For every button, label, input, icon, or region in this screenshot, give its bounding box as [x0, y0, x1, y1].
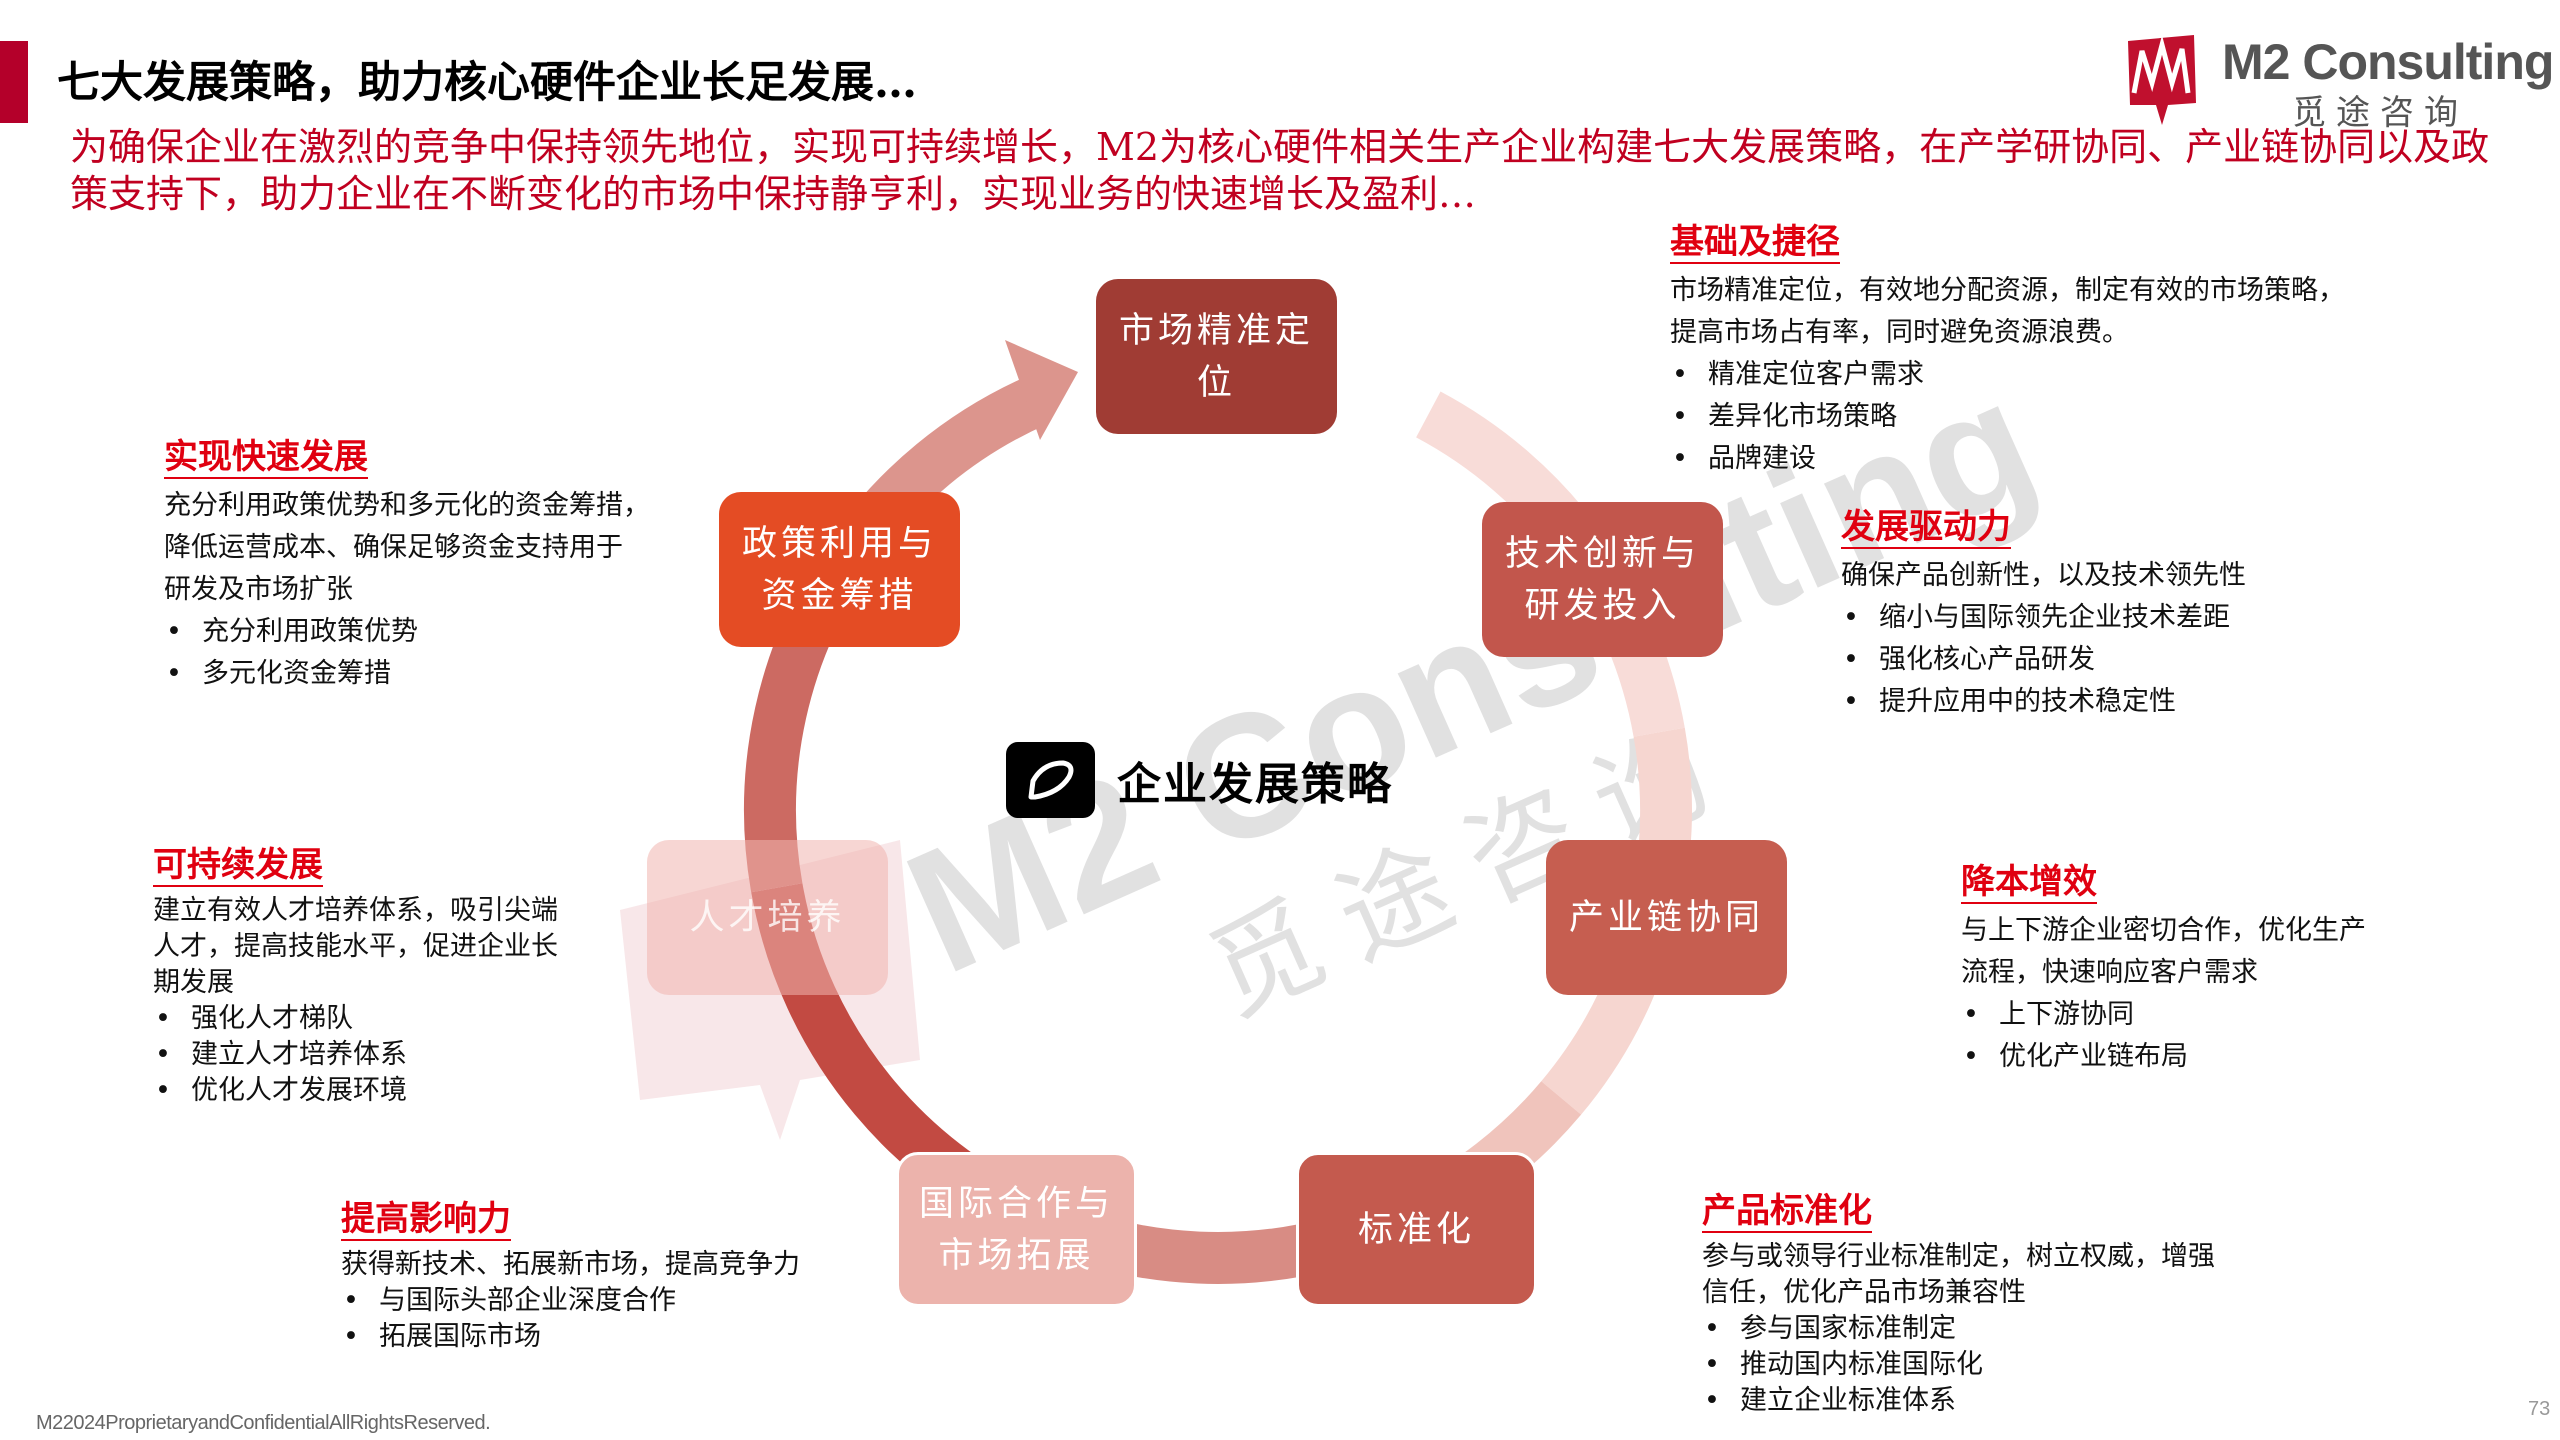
- bullet-item: 参与国家标准制定: [1702, 1311, 2215, 1347]
- node-talent: 人才培养: [647, 840, 888, 995]
- bullet-item: 建立人才培养体系: [153, 1037, 558, 1073]
- section-body-line: 人才，提高技能水平，促进企业长: [153, 931, 558, 962]
- page-subtitle: 为确保企业在激烈的竞争中保持领先地位，实现可持续增长，M2为核心硬件相关生产企业…: [70, 125, 2490, 216]
- section-heading: 提高影响力: [341, 1199, 511, 1241]
- bullet-item: 强化核心产品研发: [1841, 639, 2246, 681]
- node-label: 技术创新与研发投入: [1504, 533, 1700, 626]
- node-standardization: 标准化: [1296, 1152, 1537, 1307]
- accent-bar: [0, 41, 28, 123]
- page-title: 七大发展策略，助力核心硬件企业长足发展…: [57, 58, 917, 108]
- bullet-item: 建立企业标准体系: [1702, 1383, 2215, 1419]
- text-block-sustainability: 可持续发展建立有效人才培养体系，吸引尖端人才，提高技能水平，促进企业长期发展强化…: [153, 845, 558, 1109]
- section-body-line: 参与或领导行业标准制定，树立权威，增强: [1702, 1241, 2215, 1272]
- section-body-line: 与上下游企业密切合作，优化生产: [1961, 915, 2366, 946]
- node-policy-funding: 政策利用与资金筹措: [719, 492, 960, 647]
- node-tech-innovation: 技术创新与研发投入: [1482, 502, 1723, 657]
- text-block-foundation: 基础及捷径市场精准定位，有效地分配资源，制定有效的市场策略， 提高市场占有率，同时…: [1670, 222, 2345, 480]
- logo-cn: 觅途咨询: [2292, 93, 2468, 133]
- bullet-item: 强化人才梯队: [153, 1001, 558, 1037]
- text-block-drive: 发展驱动力确保产品创新性，以及技术领先性缩小与国际领先企业技术差距强化核心产品研…: [1841, 507, 2246, 723]
- section-body-line: 获得新技术、拓展新市场，提高竞争力: [341, 1249, 800, 1280]
- bullet-item: 充分利用政策优势: [164, 611, 650, 653]
- node-label: 标准化: [1357, 1209, 1475, 1250]
- section-heading: 基础及捷径: [1670, 222, 1840, 264]
- section-heading: 实现快速发展: [164, 437, 368, 479]
- bullet-item: 精准定位客户需求: [1670, 354, 2345, 396]
- node-label: 国际合作与市场拓展: [918, 1183, 1114, 1276]
- center-label-group: 企业发展策略: [1006, 742, 1393, 818]
- bullet-item: 品牌建设: [1670, 438, 2345, 480]
- center-label: 企业发展策略: [1117, 759, 1393, 810]
- m2-logo-icon: [2128, 35, 2196, 125]
- section-body-line: 期发展: [153, 967, 234, 998]
- bullet-item: 缩小与国际领先企业技术差距: [1841, 597, 2246, 639]
- bullet-item: 优化产业链布局: [1961, 1036, 2366, 1078]
- ring-arrowhead: [1005, 340, 1078, 440]
- section-body-line: 降低运营成本、确保足够资金支持用于: [164, 532, 623, 563]
- section-body-line: 提高市场占有率，同时避免资源浪费。: [1670, 317, 2129, 348]
- section-body-line: 研发及市场扩张: [164, 574, 353, 605]
- bullet-item: 提升应用中的技术稳定性: [1841, 681, 2246, 723]
- node-industry-chain: 产业链协同: [1546, 840, 1787, 995]
- bullet-item: 与国际头部企业深度合作: [341, 1283, 800, 1319]
- node-international: 国际合作与市场拓展: [896, 1152, 1137, 1307]
- node-label: 产业链协同: [1568, 897, 1764, 938]
- section-body-line: 流程，快速响应客户需求: [1961, 957, 2258, 988]
- section-heading: 降本增效: [1961, 862, 2097, 904]
- node-label: 人才培养: [689, 897, 846, 938]
- bullet-item: 上下游协同: [1961, 994, 2366, 1036]
- section-body-line: 确保产品创新性，以及技术领先性: [1841, 560, 2246, 591]
- section-body-line: 建立有效人才培养体系，吸引尖端: [153, 895, 558, 926]
- text-block-rapid-growth: 实现快速发展充分利用政策优势和多元化的资金筹措， 降低运营成本、确保足够资金支持用…: [164, 437, 650, 695]
- section-heading: 产品标准化: [1702, 1191, 1872, 1233]
- section-body-line: 充分利用政策优势和多元化的资金筹措，: [164, 490, 650, 521]
- logo-brand: M2 Consulting: [2222, 34, 2554, 90]
- text-block-cost-efficiency: 降本增效与上下游企业密切合作，优化生产流程，快速响应客户需求上下游协同优化产业链…: [1961, 862, 2366, 1078]
- section-heading: 可持续发展: [153, 845, 323, 887]
- copyright-footer: M22024ProprietaryandConfidentialAllRight…: [36, 1412, 491, 1434]
- pen-icon: [1006, 742, 1095, 818]
- bullet-item: 差异化市场策略: [1670, 396, 2345, 438]
- section-body-line: 信任，优化产品市场兼容性: [1702, 1277, 2026, 1308]
- bullet-item: 推动国内标准国际化: [1702, 1347, 2215, 1383]
- node-label: 市场精准定位: [1118, 310, 1314, 403]
- page-number: 73: [2528, 1398, 2551, 1420]
- bullet-item: 多元化资金筹措: [164, 653, 650, 695]
- node-label: 政策利用与资金筹措: [741, 523, 937, 616]
- bullet-item: 拓展国际市场: [341, 1319, 800, 1355]
- text-block-standardization: 产品标准化参与或领导行业标准制定，树立权威，增强信任，优化产品市场兼容性参与国家…: [1702, 1191, 2215, 1419]
- node-market-positioning: 市场精准定位: [1096, 279, 1337, 434]
- section-body-line: 市场精准定位，有效地分配资源，制定有效的市场策略，: [1670, 275, 2345, 306]
- bullet-item: 优化人才发展环境: [153, 1073, 558, 1109]
- section-heading: 发展驱动力: [1841, 507, 2011, 549]
- m2-logo: M2 Consulting 觅途咨询: [2122, 33, 2554, 133]
